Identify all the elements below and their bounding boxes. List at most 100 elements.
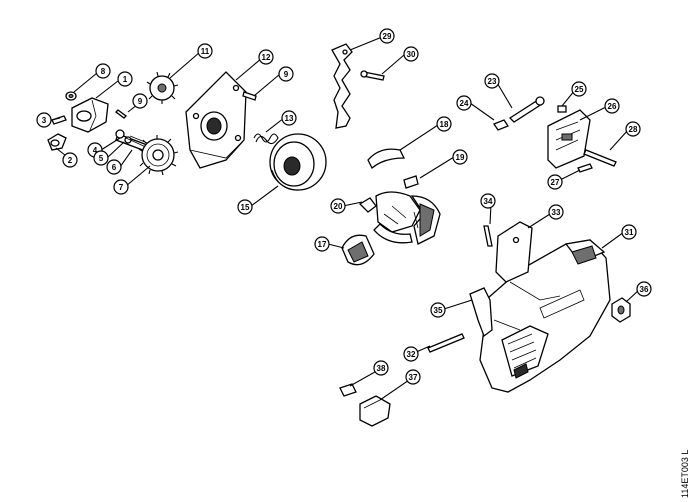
callout-label: 27 [551,178,560,187]
callout-38: 38 [373,360,389,376]
callout-label: 33 [552,208,561,217]
worm-gear [146,71,179,104]
callout-label: 18 [440,120,449,129]
callout-circle [93,150,109,166]
tensioner-screw [508,96,545,123]
callout-label: 30 [407,50,416,59]
callout-37: 37 [405,369,421,385]
callout-label: 15 [241,203,250,212]
callout-label: 17 [318,240,327,249]
adjusting-pin [493,119,509,131]
callout-label: 7 [119,183,124,192]
callout-circle [548,204,564,220]
callout-label: 37 [409,373,418,382]
callout-label: 23 [488,77,497,86]
callout-label: 11 [201,47,210,56]
callout-1: 1 [117,71,133,87]
guide-plate [495,221,533,283]
callout-20: 20 [330,198,346,214]
tensioner-pin [583,149,617,167]
callout-17: 17 [314,236,330,252]
callout-circle [281,110,297,126]
callout-33: 33 [548,204,564,220]
callout-label: 32 [407,350,416,359]
callout-badges: 1234567899111213151718192023242526272829… [36,28,652,385]
callout-18: 18 [436,116,452,132]
callout-label: 36 [640,285,649,294]
callout-label: 34 [484,197,493,206]
callout-2: 2 [62,152,78,168]
callout-label: 9 [284,70,289,79]
callout-circle [484,73,500,89]
callout-circle [132,93,148,109]
callout-circle [430,302,446,318]
callout-label: 2 [68,156,73,165]
callout-circle [62,152,78,168]
callout-19: 19 [452,149,468,165]
callout-label: 31 [625,228,634,237]
callout-circle [373,360,389,376]
callout-label: 29 [383,32,392,41]
callout-31: 31 [621,224,637,240]
part-code-label: 114ET003 L [680,450,690,498]
callout-label: 20 [334,202,343,211]
rod-32 [427,333,465,353]
pin-34 [483,225,493,247]
callout-7: 7 [113,179,129,195]
tensioner-plate [547,109,591,169]
callout-circle [625,121,641,137]
callout-circle [480,193,496,209]
callout-circle [405,369,421,385]
callout-label: 13 [285,114,294,123]
callout-label: 28 [629,125,638,134]
callout-27: 27 [547,174,563,190]
callout-23: 23 [484,73,500,89]
callout-15: 15 [237,199,253,215]
callout-label: 38 [377,364,386,373]
callout-6: 6 [106,159,122,175]
callout-34: 34 [480,193,496,209]
callout-circle [452,149,468,165]
callout-circle [106,159,122,175]
callout-28: 28 [625,121,641,137]
clutch-drum [269,133,327,191]
callout-circle [547,174,563,190]
callout-30: 30 [403,46,419,62]
callout-5: 5 [93,150,109,166]
callout-label: 5 [99,154,104,163]
callout-8: 8 [95,63,111,79]
callout-circle [436,116,452,132]
callout-24: 24 [456,95,472,111]
plate-screw [242,91,257,101]
callout-circle [117,71,133,87]
callout-circle [197,43,213,59]
nut-25 [557,105,567,113]
callout-circle [456,95,472,111]
callout-circle [330,198,346,214]
chain-guide-strip [469,287,493,338]
callout-label: 19 [456,153,465,162]
callout-circle [621,224,637,240]
screw-27 [577,163,593,173]
callout-label: 12 [262,53,271,62]
chain-catcher-plate [331,43,353,129]
callout-circle [636,281,652,297]
callout-13: 13 [281,110,297,126]
callout-circle [403,346,419,362]
callout-label: 1 [123,75,128,84]
callout-label: 3 [42,116,47,125]
callout-label: 4 [93,146,98,155]
callout-9: 9 [132,93,148,109]
callout-12: 12 [258,49,274,65]
callout-35: 35 [430,302,446,318]
bearing-plate [185,71,247,169]
callout-circle [379,28,395,44]
clutch-spring [253,133,279,145]
callout-label: 35 [434,306,443,315]
callout-11: 11 [197,43,213,59]
callout-32: 32 [403,346,419,362]
callout-label: 24 [460,99,469,108]
callout-circle [95,63,111,79]
clutch-assembly [341,148,441,266]
